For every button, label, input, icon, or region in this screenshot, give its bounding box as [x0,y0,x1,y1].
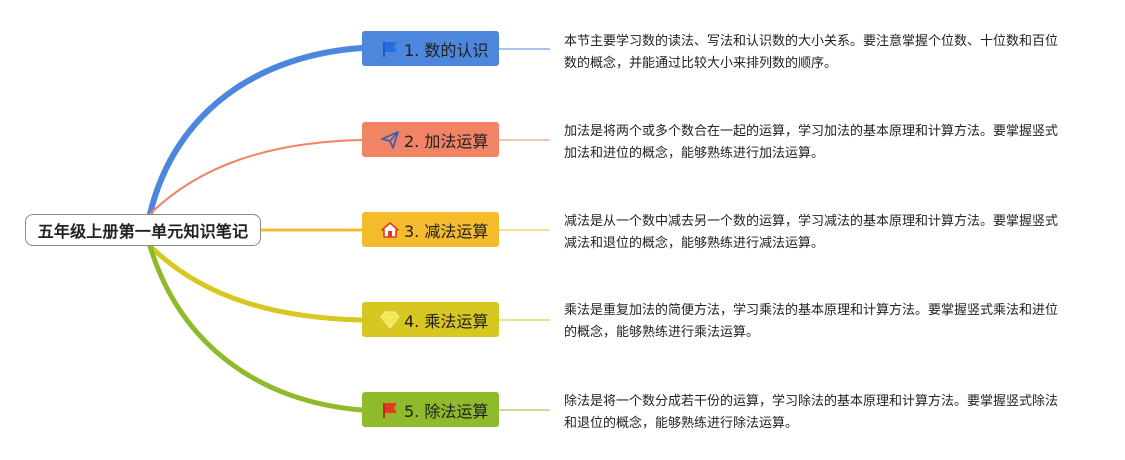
branch-description-3: 减法是从一个数中减去另一个数的运算，学习减法的基本原理和计算方法。要掌握竖式减法… [564,214,1059,251]
paper-plane-icon [380,130,400,150]
connector-branch-5 [147,243,365,413]
branch-node-1[interactable]: 1. 数的认识 [362,31,499,66]
branch-node-2[interactable]: 2. 加法运算 [362,122,499,157]
branch-description-2: 加法是将两个或多个数合在一起的运算，学习加法的基本原理和计算方法。要掌握竖式加法… [564,124,1059,161]
connector-branch-2 [149,139,363,215]
branch-label-4: 4. 乘法运算 [404,311,489,331]
branch-node-5[interactable]: 5. 除法运算 [362,392,499,427]
branch-node-3[interactable]: 3. 减法运算 [362,212,499,247]
branch-node-4[interactable]: 4. 乘法运算 [362,302,499,337]
branch-description-5: 除法是将一个数分成若干份的运算，学习除法的基本原理和计算方法。要掌握竖式除法和退… [564,394,1059,431]
root-node[interactable]: 五年级上册第一单元知识笔记 [25,214,261,246]
branch-label-1: 1. 数的认识 [404,40,489,60]
red-flag-icon [380,400,400,420]
connector-branch-4 [147,243,365,323]
flag-icon [380,39,400,59]
branch-label-3: 3. 减法运算 [404,221,489,241]
branch-description-4: 乘法是重复加法的简便方法，学习乘法的基本原理和计算方法。要掌握竖式乘法和进位的概… [564,303,1059,340]
root-title: 五年级上册第一单元知识笔记 [37,222,249,241]
branch-label-2: 2. 加法运算 [404,131,489,151]
home-icon [380,220,400,240]
branch-label-5: 5. 除法运算 [404,401,489,421]
branch-description-1: 本节主要学习数的读法、写法和认识数的大小关系。要注意掌握个位数、十位数和百位数的… [564,34,1059,71]
connector-branch-1 [147,45,365,217]
diamond-icon [380,310,400,330]
